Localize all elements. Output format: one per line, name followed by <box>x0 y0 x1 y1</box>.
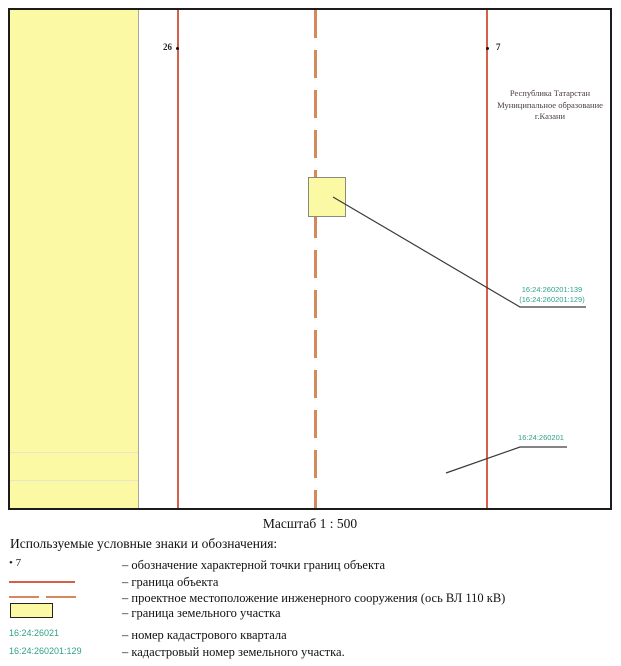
legend-quarter-number-symbol: 16:24:26021 <box>9 628 60 638</box>
parcel-cadastral-number: 16:24:260201:139 (16:24:260201:129) <box>508 285 596 305</box>
object-boundary-line-left <box>177 10 179 508</box>
region-note-line: г.Казани <box>534 111 566 121</box>
legend-label: – номер кадастрового квартала <box>122 628 287 642</box>
parcel-cadastral-number-line: 16:24:260201:139 <box>521 285 583 294</box>
leader-line-quarter <box>445 446 567 474</box>
boundary-point-marker <box>486 47 489 50</box>
boundary-point-marker <box>176 47 179 50</box>
quarter-cadastral-number: 16:24:260201 <box>518 433 564 442</box>
region-note: Республика Татарстан Муниципальное образ… <box>475 88 621 123</box>
legend-label: – граница земельного участка <box>122 606 281 620</box>
scale-caption: Масштаб 1 : 500 <box>262 516 358 531</box>
legend-parcel-number-symbol: 16:24:260201:129 <box>9 646 82 656</box>
legend-label: – граница объекта <box>122 575 219 589</box>
boundary-point-label-26: 26 <box>163 42 172 52</box>
land-parcel-area <box>10 10 139 508</box>
parcel-inner-line <box>10 480 138 481</box>
region-note-line: Муниципальное образование <box>497 99 603 110</box>
cadastral-map: 26 7 Республика Татарстан Муниципальное … <box>8 8 612 510</box>
legend-point-symbol: • 7 <box>9 557 22 569</box>
power-line-axis <box>314 10 317 508</box>
parcel-inner-line <box>10 452 138 453</box>
engineering-object-square <box>308 177 346 217</box>
legend-parcel-rect-symbol <box>10 603 53 618</box>
legend-label: – кадастровый номер земельного участка. <box>122 645 345 659</box>
legend-solid-line-symbol <box>9 581 75 583</box>
legend-header: Используемые условные знаки и обозначени… <box>10 536 278 551</box>
object-boundary-line-right <box>486 10 488 508</box>
legend-label: – обозначение характерной точки границ о… <box>122 558 386 572</box>
region-note-line: Республика Татарстан <box>509 88 591 98</box>
parcel-cadastral-number-line: (16:24:260201:129) <box>519 295 585 304</box>
boundary-point-label-7: 7 <box>496 42 501 52</box>
legend-dashed-line-symbol <box>9 596 78 598</box>
legend-label: – проектное местоположение инженерного с… <box>122 591 506 605</box>
